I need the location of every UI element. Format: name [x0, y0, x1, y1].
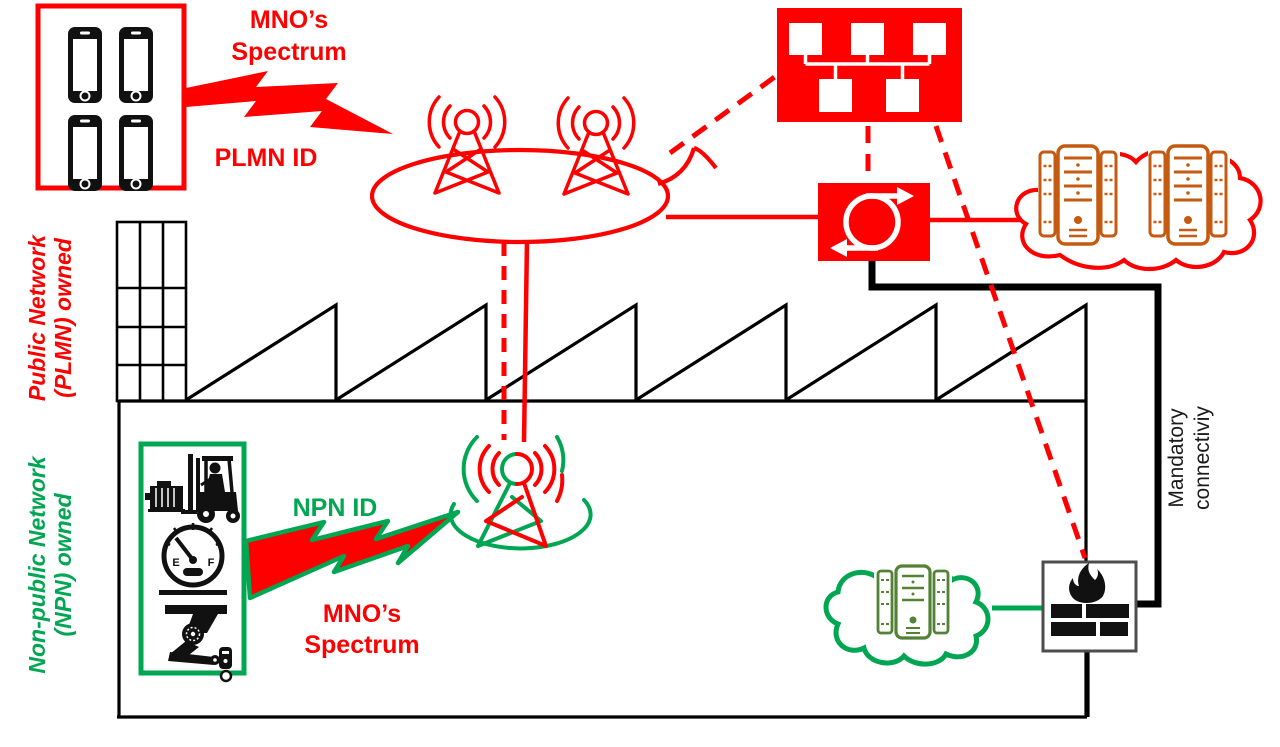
factory-outline-icon	[115, 220, 1088, 719]
core-network-icon	[777, 8, 962, 122]
smartphone-icon	[68, 115, 102, 191]
server-icon	[1038, 142, 1120, 248]
gauge-full-label: F	[208, 557, 215, 569]
factory-roof	[119, 302, 1088, 403]
npn-spectrum-bolt-icon	[243, 509, 461, 601]
non-public-network-label-2: (NPN) owned	[50, 493, 76, 637]
core-to-firewall-dashed-link	[933, 125, 1088, 559]
ue-devices-box	[35, 3, 187, 191]
mno-spectrum-top-label-2: Spectrum	[231, 38, 346, 66]
cloud-fork	[657, 145, 718, 187]
public-network-label-1: Public Network	[24, 234, 50, 401]
npn-id-label: NPN ID	[293, 494, 378, 522]
npn-ran-tower	[448, 435, 593, 551]
server-icon	[874, 562, 952, 644]
firewall-icon	[1041, 560, 1138, 653]
gauge-empty-label: E	[172, 557, 179, 569]
npn-devices-box: E F	[138, 441, 247, 683]
ue-box-border	[35, 3, 187, 191]
radio-tower-icon	[556, 96, 636, 196]
ran-to-core-dashed-link	[668, 73, 778, 156]
plmn-ran-cloud	[369, 95, 718, 245]
mandatory-connectivity-label-1: Mandatory	[1165, 408, 1188, 508]
motor-icon	[145, 481, 185, 512]
smartphone-icon	[68, 27, 102, 103]
public-network-label-2: (PLMN) owned	[50, 237, 76, 398]
gauge-base-bar	[159, 590, 227, 595]
mno-spectrum-bottom-label-2: Spectrum	[304, 631, 419, 659]
non-public-network-label-1: Non-public Network	[24, 455, 50, 673]
factory-walls	[117, 400, 1088, 719]
robot-arm-icon	[165, 605, 233, 683]
smartphone-icon	[119, 115, 153, 191]
mno-spectrum-bottom-label-1: MNO’s	[323, 600, 401, 628]
mno-spectrum-bolt-icon	[186, 71, 393, 134]
smartphone-icon	[119, 27, 153, 103]
flame-icon	[1069, 563, 1106, 604]
mno-spectrum-top-label-1: MNO’s	[250, 6, 328, 34]
router-icon	[818, 183, 930, 261]
forklift-icon	[181, 454, 240, 523]
radio-tower-icon	[427, 95, 507, 195]
ran-to-npn-tower-solid-link	[521, 239, 530, 443]
plmn-id-label: PLMN ID	[215, 144, 318, 172]
mandatory-connectivity-line	[868, 260, 1162, 608]
mandatory-connectivity-label-2: connectiviy	[1191, 406, 1214, 510]
coverage-arc	[448, 498, 593, 551]
gauge-icon: E F	[159, 523, 227, 595]
npn-server-cloud	[823, 562, 991, 667]
mno-servers-cloud	[1014, 142, 1263, 272]
server-icon	[1148, 142, 1230, 248]
